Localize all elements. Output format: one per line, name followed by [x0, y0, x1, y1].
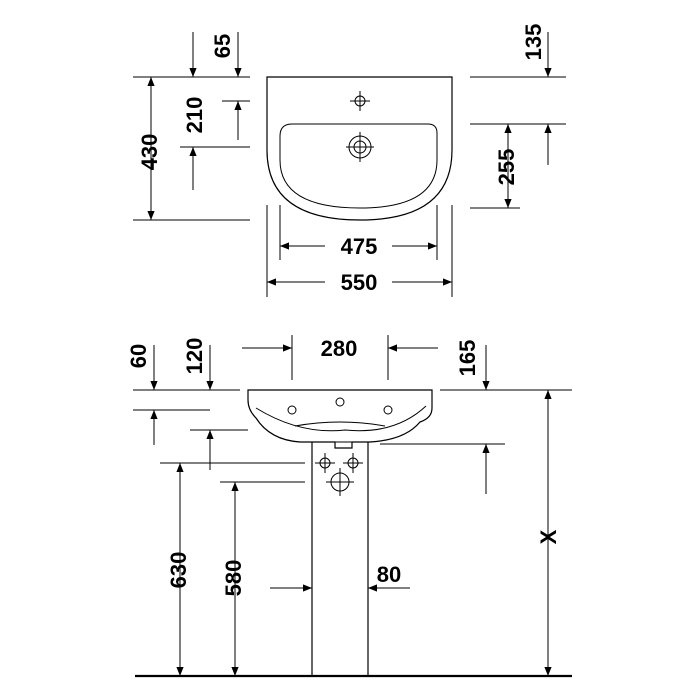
dim-475-label: 475 [341, 234, 378, 259]
dim-255-label: 255 [494, 149, 519, 186]
overflow-hole-left-icon [287, 405, 297, 415]
basin-outline [266, 76, 453, 221]
dim-210-label: 210 [182, 97, 207, 134]
dim-550-label: 550 [341, 270, 378, 295]
dim-580-label: 580 [221, 560, 246, 597]
dim-135-label: 135 [521, 24, 546, 61]
dim-x-label: X [536, 529, 561, 544]
dim-80-label: 80 [377, 562, 401, 587]
overflow-hole-right-icon [383, 405, 393, 415]
pedestal [311, 442, 369, 676]
dim-165-label: 165 [455, 340, 480, 377]
side-view: 60 120 280 165 630 580 80 X [126, 335, 572, 678]
dim-280-label: 280 [321, 336, 358, 361]
basin-profile [247, 389, 433, 449]
dim-430-label: 430 [137, 134, 162, 171]
dim-60-label: 60 [126, 344, 151, 368]
top-view: 430 65 210 135 255 475 550 [133, 24, 566, 297]
basin-bowl [279, 123, 438, 209]
dim-65-label: 65 [210, 34, 235, 58]
dim-120-label: 120 [182, 338, 207, 375]
dim-630-label: 630 [166, 552, 191, 589]
tap-hole-side-icon [335, 397, 345, 407]
